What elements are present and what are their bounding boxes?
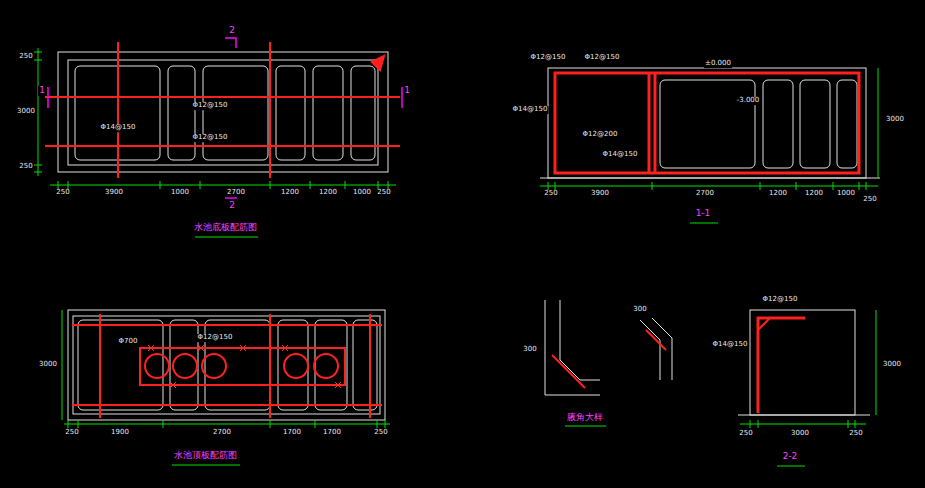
dimension-text: -3.000 (736, 97, 761, 105)
dimension-text: 250 (862, 196, 877, 204)
dimension-text: 250 (373, 429, 388, 437)
dimension-text: Φ12@150 (192, 102, 229, 110)
dimension-text: 1200 (804, 190, 824, 198)
dimension-text: Φ12@200 (582, 131, 619, 139)
dimension-text: 2700 (695, 190, 715, 198)
dimension-text: Φ700 (118, 338, 139, 346)
dimension-text: Φ14@150 (712, 341, 749, 349)
view-title: 1 (38, 86, 46, 96)
dimension-text: 250 (543, 190, 558, 198)
dimension-text: Φ12@150 (762, 296, 799, 304)
dimension-text: 1700 (322, 429, 342, 437)
dimension-text: 3000 (882, 361, 902, 369)
dimension-text: ±0.000 (704, 60, 732, 68)
dimension-text: Φ14@150 (602, 151, 639, 159)
dimension-text: 1000 (352, 189, 372, 197)
dimension-text: 3000 (885, 116, 905, 124)
dimension-text: 1700 (282, 429, 302, 437)
dimension-text: 250 (738, 430, 753, 438)
dimension-text: 2700 (212, 429, 232, 437)
dimension-text: 1900 (110, 429, 130, 437)
dimension-text: 300 (632, 306, 647, 314)
dimension-text: 300 (522, 346, 537, 354)
dimension-text: 250 (55, 189, 70, 197)
dimension-text: Φ12@150 (192, 134, 229, 142)
dimension-text: 250 (64, 429, 79, 437)
dimension-text: 3000 (38, 361, 58, 369)
view-title: 1-1 (695, 209, 712, 219)
dimension-text: Φ12@150 (530, 54, 567, 62)
dimension-text: 1200 (768, 190, 788, 198)
dimension-text: Φ12@150 (584, 54, 621, 62)
dimension-text: 250 (376, 189, 391, 197)
dimension-text: 250 (18, 163, 33, 171)
dimension-text: 3900 (590, 190, 610, 198)
dimension-text: 250 (848, 430, 863, 438)
dimension-text: 250 (18, 53, 33, 61)
view-title: 2 (228, 201, 236, 211)
dimension-text: 2700 (226, 189, 246, 197)
dimension-text: Φ14@150 (512, 106, 549, 114)
view-title: 水池底板配筋图 (193, 223, 258, 233)
view-title: 1 (403, 86, 411, 96)
dimension-text: 3000 (16, 108, 36, 116)
dimension-text: 1200 (280, 189, 300, 197)
dimension-text: 3000 (790, 430, 810, 438)
view-title: 水池顶板配筋图 (173, 451, 238, 461)
dimension-text: 1000 (170, 189, 190, 197)
dimension-text: 1200 (318, 189, 338, 197)
dimension-text: 1000 (836, 190, 856, 198)
dimension-text: Φ12@150 (197, 334, 234, 342)
view-title: 腋角大样 (566, 413, 604, 423)
view-title: 2-2 (782, 452, 799, 462)
dimension-text: Φ14@150 (100, 124, 137, 132)
dimension-text: 3900 (104, 189, 124, 197)
view-title: 2 (228, 26, 236, 36)
